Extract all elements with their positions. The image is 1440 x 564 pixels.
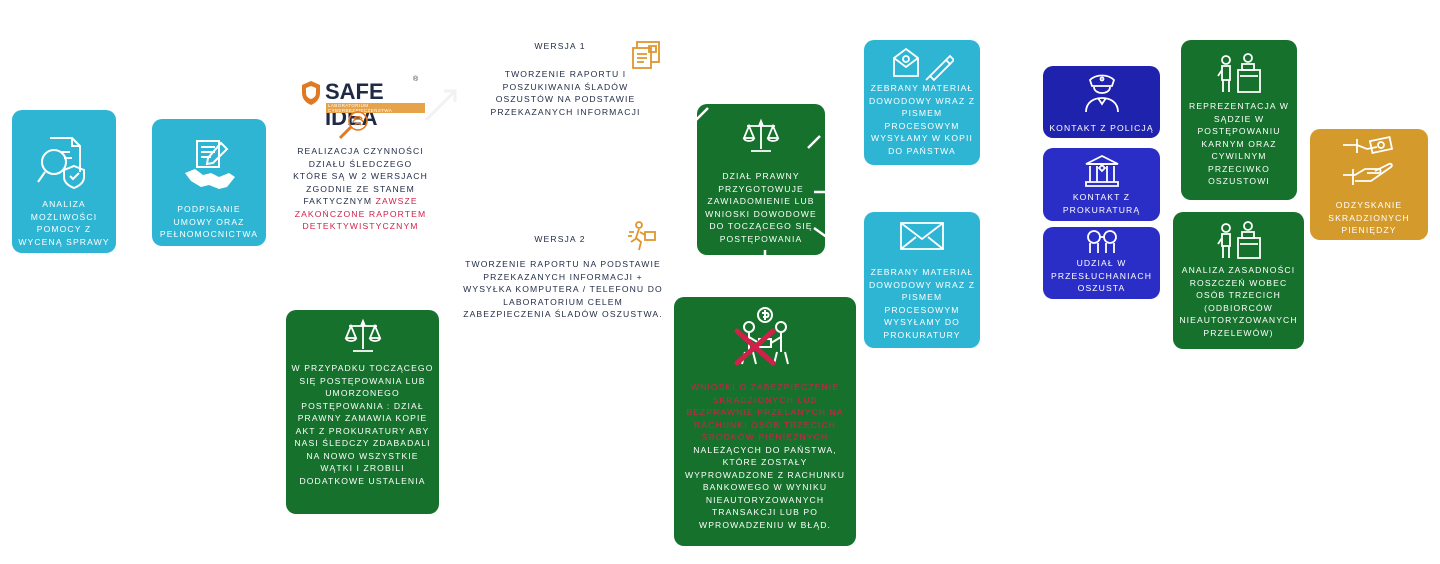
box-analiza: ANALIZA MOŻLIWOŚCI POMOCY Z WYCENĄ SPRAW… <box>12 110 116 253</box>
arrow-to-wersja1 <box>424 89 457 122</box>
box-reprezentacja-text: REPREZENTACJA W SĄDZIE W POSTĘPOWANIU KA… <box>1189 101 1289 186</box>
fingerprint-magnifier-icon <box>338 111 368 140</box>
email-usb-icon <box>893 47 954 82</box>
courthouse-icon <box>1084 154 1119 187</box>
box-wnioski-text: WNIOSKI O ZABEZPIECZENIE SKRADZIONYCH LU… <box>678 381 852 531</box>
scales-icon <box>344 318 381 352</box>
realizacja-highlight: ZAWSZE ZAKOŃCZONE RAPORTEM DETEKTYWISTYC… <box>294 196 427 231</box>
police-officer-icon <box>1084 74 1119 113</box>
logo-subtitle: LABORATORIUM CYBERBEZPIECZEŃSTWA <box>326 103 425 113</box>
box-policja: KONTAKT Z POLICJĄ <box>1043 66 1160 138</box>
wersja1-text: TWORZENIE RAPORTU I POSZUKIWANIA ŚLADÓW … <box>490 69 641 117</box>
box-podpisanie-text: PODPISANIE UMOWY ORAZ PEŁNOMOCNICTWA <box>159 204 259 239</box>
wersja1-title: WERSJA 1 <box>534 41 586 51</box>
blocked-transfer-icon <box>734 307 789 366</box>
handcuffs-icon <box>1086 230 1117 253</box>
report-icon <box>632 41 660 69</box>
box-prokuratura-akt: W PRZYPADKU TOCZĄCEGO SIĘ POSTĘPOWANIA L… <box>286 310 439 514</box>
box-przesluchania: UDZIAŁ W PRZESŁUCHANIACH OSZUSTA <box>1043 227 1160 299</box>
box-material-panstwa: ZEBRANY MATERIAŁ DOWODOWY WRAZ Z PISMEM … <box>864 40 980 165</box>
box-wnioski-highlight: WNIOSKI O ZABEZPIECZENIE SKRADZIONYCH LU… <box>686 382 844 442</box>
box-material-prokuratury-text: ZEBRANY MATERIAŁ DOWODOWY WRAZ Z PISMEM … <box>868 267 976 340</box>
box-analiza-text: ANALIZA MOŻLIWOŚCI POMOCY Z WYCENĄ SPRAW… <box>18 199 110 247</box>
courier-icon <box>628 221 656 251</box>
connector-lines <box>695 107 829 298</box>
box-przesluchania-text: UDZIAŁ W PRZESŁUCHANIACH OSZUSTA <box>1050 258 1153 293</box>
courtroom-icon <box>1217 53 1261 93</box>
scales-icon-2 <box>742 118 780 152</box>
box-material-prokuratury: ZEBRANY MATERIAŁ DOWODOWY WRAZ Z PISMEM … <box>864 212 980 348</box>
box-dzial-prawny: DZIAŁ PRAWNY PRZYGOTOWUJE ZAWIADOMIENIE … <box>697 104 825 255</box>
box-policja-text: KONTAKT Z POLICJĄ <box>1049 123 1154 133</box>
money-hands-icon <box>1343 135 1394 185</box>
box-reprezentacja: REPREZENTACJA W SĄDZIE W POSTĘPOWANIU KA… <box>1181 40 1297 200</box>
envelope-icon <box>900 222 944 250</box>
box-wnioski-main: NALEŻĄCYCH DO PAŃSTWA, KTÓRE ZOSTAŁY WYP… <box>684 444 846 530</box>
safe-idea-logo: SAFE IDEA ® LABORATORIUM CYBERBEZPIECZEŃ… <box>300 76 425 146</box>
box-analiza-roszczen: ANALIZA ZASADNOŚCI ROSZCZEŃ WOBEC OSÓB T… <box>1173 212 1304 349</box>
realizacja-text: REALIZACJA CZYNNOŚCI DZIAŁU ŚLEDCZEGO KT… <box>293 145 428 233</box>
realizacja-main: REALIZACJA CZYNNOŚCI DZIAŁU ŚLEDCZEGO KT… <box>293 146 428 206</box>
box-wnioski: WNIOSKI O ZABEZPIECZENIE SKRADZIONYCH LU… <box>674 297 856 546</box>
logo-registered: ® <box>413 76 419 83</box>
courtroom-icon-2 <box>1216 221 1261 259</box>
wersja2-text: TWORZENIE RAPORTU NA PODSTAWIE PRZEKAZAN… <box>463 259 663 319</box>
contract-handshake-icon <box>185 140 235 189</box>
box-dzial-prawny-text: DZIAŁ PRAWNY PRZYGOTOWUJE ZAWIADOMIENIE … <box>705 171 817 244</box>
box-prokuratura: KONTAKT Z PROKURATURĄ <box>1043 148 1160 221</box>
box-prokuratura-text: KONTAKT Z PROKURATURĄ <box>1062 192 1141 215</box>
box-podpisanie: PODPISANIE UMOWY ORAZ PEŁNOMOCNICTWA <box>152 119 266 246</box>
wersja2-title: WERSJA 2 <box>534 234 586 244</box>
document-search-shield-icon <box>37 137 85 190</box>
box-material-panstwa-text: ZEBRANY MATERIAŁ DOWODOWY WRAZ Z PISMEM … <box>868 83 976 156</box>
shield-logo-icon <box>302 81 320 105</box>
box-prokuratura-akt-text: W PRZYPADKU TOCZĄCEGO SIĘ POSTĘPOWANIA L… <box>291 363 434 486</box>
box-odzyskanie-text: ODZYSKANIE SKRADZIONYCH PIENIĘDZY <box>1328 200 1410 235</box>
box-odzyskanie: ODZYSKANIE SKRADZIONYCH PIENIĘDZY <box>1310 129 1428 240</box>
box-analiza-roszczen-text: ANALIZA ZASADNOŚCI ROSZCZEŃ WOBEC OSÓB T… <box>1179 265 1298 338</box>
